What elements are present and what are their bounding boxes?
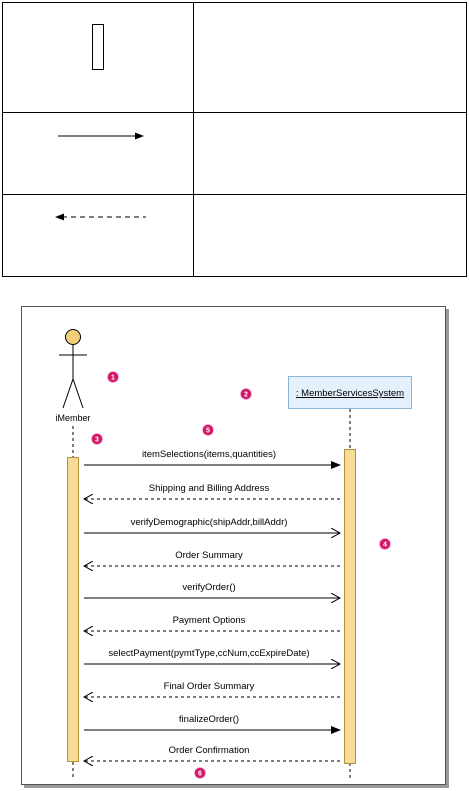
legend-table — [2, 2, 467, 277]
actor-activation-bar — [67, 457, 79, 762]
badge-number: 2 — [244, 392, 248, 399]
message-label: Payment Options — [173, 615, 246, 626]
badge-number: 3 — [95, 437, 99, 444]
message-return: Order Confirmation — [84, 745, 340, 761]
message-return: Final Order Summary — [84, 681, 340, 697]
message-call: finalizeOrder() — [84, 714, 341, 734]
system-box — [288, 376, 412, 409]
badge-circle — [379, 538, 391, 550]
legend-call-arrow-symbol — [58, 132, 144, 140]
legend-activation-symbol — [92, 24, 104, 70]
badge-circle — [194, 767, 206, 779]
badge-number: 5 — [206, 428, 210, 435]
message-label: Order Confirmation — [169, 745, 250, 756]
message-call: selectPayment(pymtType,ccNum,ccExpireDat… — [84, 648, 340, 664]
message-label: Final Order Summary — [164, 681, 255, 692]
number-badge-1: 1 — [107, 371, 119, 383]
number-badge-5: 5 — [202, 424, 214, 436]
message-label: verifyDemographic(shipAddr,billAddr) — [131, 517, 288, 528]
badge-number: 4 — [383, 542, 387, 549]
legend-grid — [2, 2, 467, 277]
system-name: : MemberServicesSystem — [296, 388, 404, 399]
badge-number: 1 — [111, 375, 115, 382]
badge-circle — [107, 371, 119, 383]
badge-list: 1 2 3 4 5 6 — [91, 371, 391, 779]
message-call: verifyOrder() — [84, 582, 340, 598]
actor-name: iMember — [55, 413, 90, 423]
message-label: itemSelections(items,quantities) — [142, 449, 276, 460]
message-label: selectPayment(pymtType,ccNum,ccExpireDat… — [108, 648, 309, 659]
actor-figure — [59, 329, 87, 409]
message-label: Order Summary — [175, 550, 243, 561]
badge-number: 6 — [198, 771, 202, 778]
number-badge-6: 6 — [194, 767, 206, 779]
message-label: verifyOrder() — [182, 582, 235, 593]
message-call: verifyDemographic(shipAddr,billAddr) — [84, 517, 340, 533]
message-label: finalizeOrder() — [179, 714, 239, 725]
badge-circle — [240, 388, 252, 400]
message-label: Shipping and Billing Address — [149, 483, 270, 494]
message-return: Order Summary — [84, 550, 340, 566]
message-return: Shipping and Billing Address — [84, 483, 340, 499]
badge-circle — [91, 433, 103, 445]
badge-circle — [202, 424, 214, 436]
number-badge-2: 2 — [240, 388, 252, 400]
number-badge-3: 3 — [91, 433, 103, 445]
message-return: Payment Options — [84, 615, 340, 631]
message-list: itemSelections(items,quantities) Shipping… — [84, 449, 341, 761]
actor-head — [65, 329, 81, 345]
legend-return-arrow-symbol — [55, 213, 146, 221]
system-activation-bar — [344, 449, 356, 764]
message-call: itemSelections(items,quantities) — [84, 449, 341, 469]
number-badge-4: 4 — [379, 538, 391, 550]
